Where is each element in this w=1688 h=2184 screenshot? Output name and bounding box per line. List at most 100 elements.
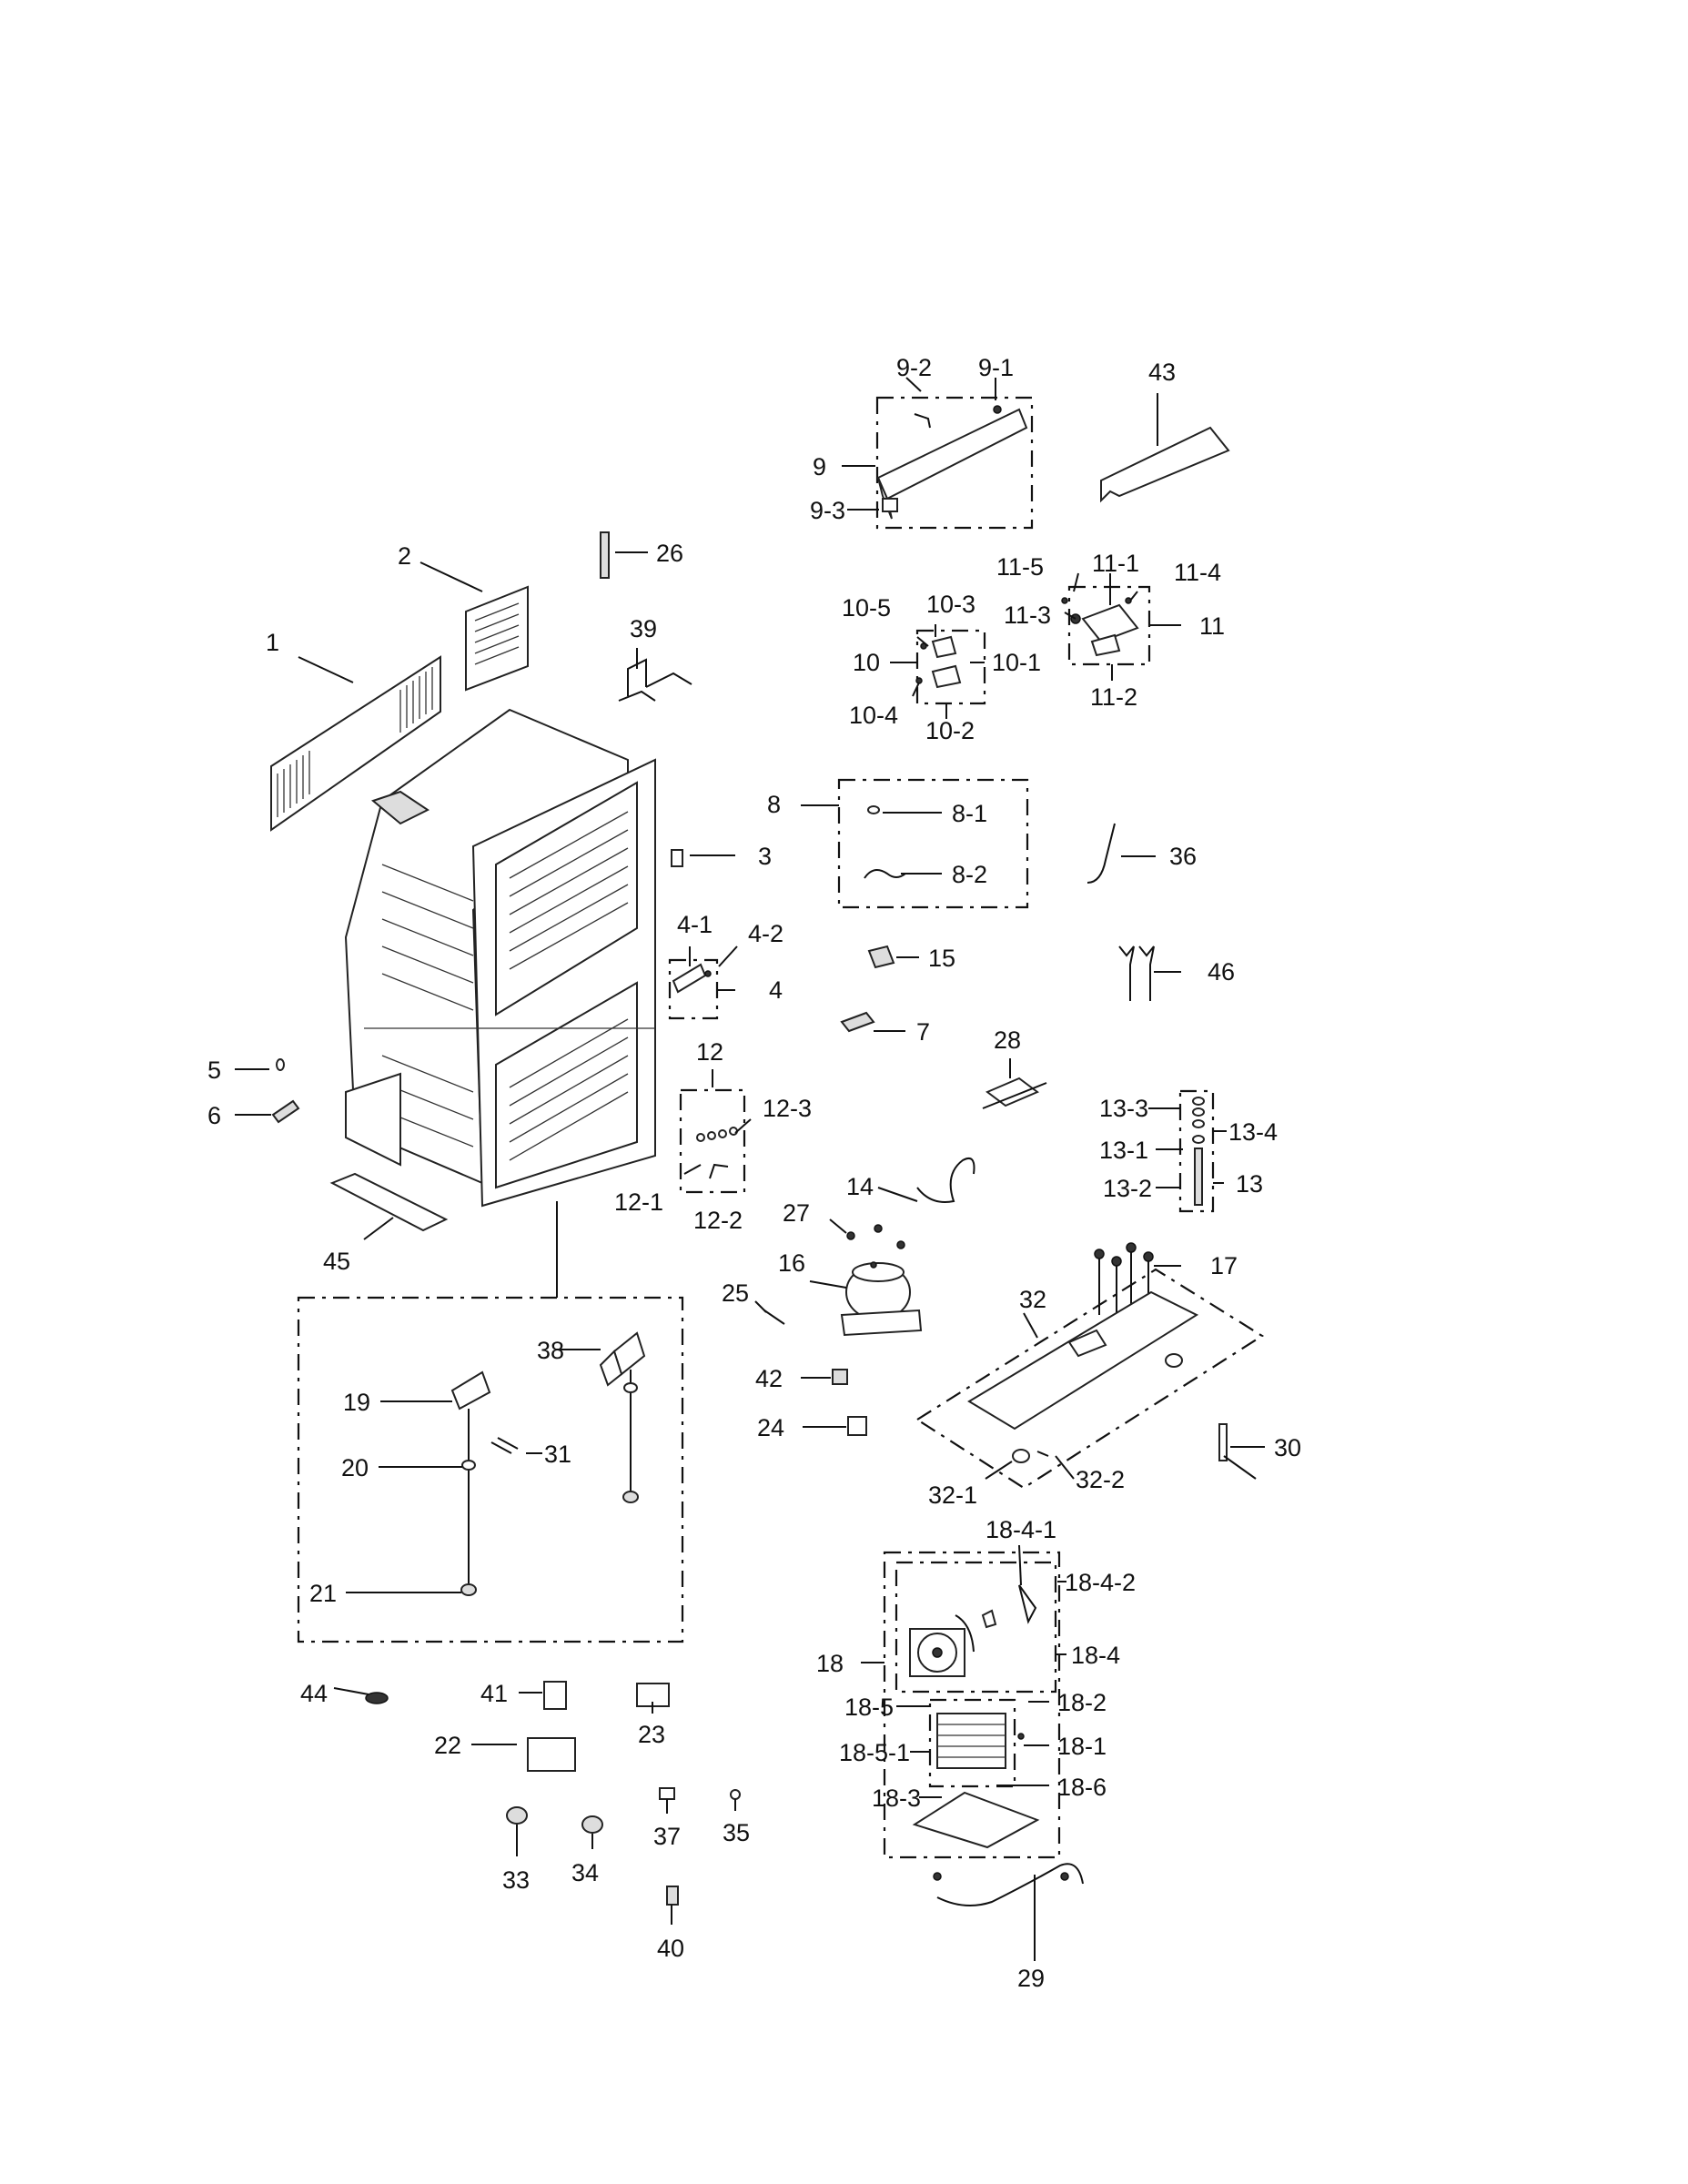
label-45: 45 bbox=[323, 1248, 350, 1275]
label-13-3: 13-3 bbox=[1099, 1095, 1148, 1122]
label-1: 1 bbox=[266, 629, 279, 656]
label-29: 29 bbox=[1017, 1965, 1045, 1992]
label-19: 19 bbox=[343, 1389, 370, 1416]
label-12-3: 12-3 bbox=[763, 1095, 812, 1122]
label-10-2: 10-2 bbox=[925, 717, 975, 744]
label-8: 8 bbox=[767, 791, 781, 818]
part-2-label-plate bbox=[465, 585, 529, 692]
label-5: 5 bbox=[207, 1057, 221, 1084]
part-38-foot bbox=[622, 1491, 639, 1503]
label-26: 26 bbox=[656, 540, 683, 567]
label-32: 32 bbox=[1019, 1286, 1046, 1313]
label-10-1: 10-1 bbox=[992, 649, 1041, 676]
part-8-items bbox=[864, 805, 906, 879]
part-18-5-evaporator bbox=[936, 1713, 1025, 1769]
label-40: 40 bbox=[657, 1935, 684, 1962]
label-9-2: 9-2 bbox=[896, 354, 932, 381]
part-42 bbox=[832, 1369, 848, 1385]
label-36: 36 bbox=[1169, 843, 1197, 870]
part-12-fasteners bbox=[683, 1127, 738, 1179]
part-36-cord bbox=[1087, 823, 1116, 884]
label-10: 10 bbox=[853, 649, 880, 676]
part-7 bbox=[840, 1011, 875, 1033]
label-18-4: 18-4 bbox=[1071, 1642, 1120, 1669]
label-14: 14 bbox=[846, 1173, 874, 1200]
label-10-3: 10-3 bbox=[926, 591, 975, 618]
label-30: 30 bbox=[1274, 1434, 1301, 1461]
label-18-4-2: 18-4-2 bbox=[1065, 1569, 1136, 1596]
part-29-harness bbox=[933, 1863, 1084, 1906]
label-44: 44 bbox=[300, 1680, 328, 1707]
label-8-2: 8-2 bbox=[952, 861, 987, 888]
label-9-1: 9-1 bbox=[978, 354, 1014, 381]
group-box-18-4 bbox=[895, 1561, 1057, 1694]
label-18-5: 18-5 bbox=[844, 1694, 894, 1721]
label-18-1: 18-1 bbox=[1057, 1733, 1107, 1760]
group-box-18-5 bbox=[928, 1698, 1016, 1788]
part-15 bbox=[867, 945, 895, 969]
label-3: 3 bbox=[758, 843, 772, 870]
label-4: 4 bbox=[769, 976, 783, 1004]
group-box-32 bbox=[915, 1268, 1265, 1490]
label-42: 42 bbox=[755, 1365, 783, 1392]
label-31: 31 bbox=[544, 1441, 571, 1468]
label-34: 34 bbox=[571, 1859, 599, 1886]
part-41-board bbox=[543, 1681, 567, 1710]
label-18-4-1: 18-4-1 bbox=[986, 1516, 1056, 1543]
label-12: 12 bbox=[696, 1038, 723, 1066]
label-4-2: 4-2 bbox=[748, 920, 783, 947]
label-6: 6 bbox=[207, 1102, 221, 1129]
part-14-tube bbox=[916, 1157, 975, 1203]
label-16: 16 bbox=[778, 1249, 805, 1277]
part-22-board bbox=[527, 1737, 576, 1772]
label-38: 38 bbox=[537, 1337, 564, 1364]
label-24: 24 bbox=[757, 1414, 784, 1441]
label-13-1: 13-1 bbox=[1099, 1137, 1148, 1164]
label-25: 25 bbox=[722, 1279, 749, 1307]
label-2: 2 bbox=[398, 542, 411, 570]
part-21-foot bbox=[460, 1583, 477, 1596]
label-22: 22 bbox=[434, 1732, 461, 1759]
label-9: 9 bbox=[813, 453, 826, 480]
label-11: 11 bbox=[1199, 612, 1225, 640]
label-46: 46 bbox=[1208, 958, 1235, 986]
group-box-18 bbox=[883, 1551, 1061, 1859]
part-19-bracket bbox=[450, 1370, 491, 1410]
label-32-2: 32-2 bbox=[1076, 1466, 1125, 1493]
part-1-rear-cover bbox=[270, 655, 441, 832]
label-23: 23 bbox=[638, 1721, 665, 1748]
part-38-washer bbox=[623, 1382, 638, 1393]
part-20-washer bbox=[461, 1460, 476, 1471]
part-26 bbox=[600, 531, 610, 579]
part-18-4-fan-assembly bbox=[909, 1584, 1037, 1677]
part-30-wrench bbox=[1218, 1423, 1257, 1480]
label-11-3: 11-3 bbox=[1004, 602, 1051, 629]
label-13-2: 13-2 bbox=[1103, 1175, 1152, 1202]
label-18: 18 bbox=[816, 1650, 844, 1677]
part-18-3-drain-tray bbox=[912, 1791, 1040, 1849]
part-32-base-plate bbox=[967, 1290, 1199, 1463]
group-box-10 bbox=[915, 629, 986, 705]
label-43: 43 bbox=[1148, 359, 1176, 386]
part-46-connectors bbox=[1118, 945, 1155, 1001]
label-12-1: 12-1 bbox=[614, 1188, 663, 1216]
part-44 bbox=[365, 1692, 389, 1704]
part-45-bottom-rail bbox=[329, 1172, 449, 1232]
part-24 bbox=[847, 1416, 867, 1436]
label-10-4: 10-4 bbox=[849, 702, 898, 729]
label-27: 27 bbox=[783, 1199, 810, 1227]
label-13: 13 bbox=[1236, 1170, 1263, 1198]
part-34 bbox=[581, 1815, 603, 1834]
part-37 bbox=[659, 1787, 675, 1800]
part-6 bbox=[271, 1099, 300, 1124]
group-box-12 bbox=[679, 1088, 746, 1194]
label-39: 39 bbox=[630, 615, 657, 642]
label-41: 41 bbox=[480, 1680, 508, 1707]
leader-lines bbox=[235, 377, 1265, 1961]
part-40 bbox=[666, 1886, 679, 1906]
part-31-pins bbox=[490, 1437, 519, 1454]
part-38-bracket bbox=[599, 1331, 646, 1387]
label-28: 28 bbox=[994, 1026, 1021, 1054]
label-20: 20 bbox=[341, 1454, 369, 1481]
